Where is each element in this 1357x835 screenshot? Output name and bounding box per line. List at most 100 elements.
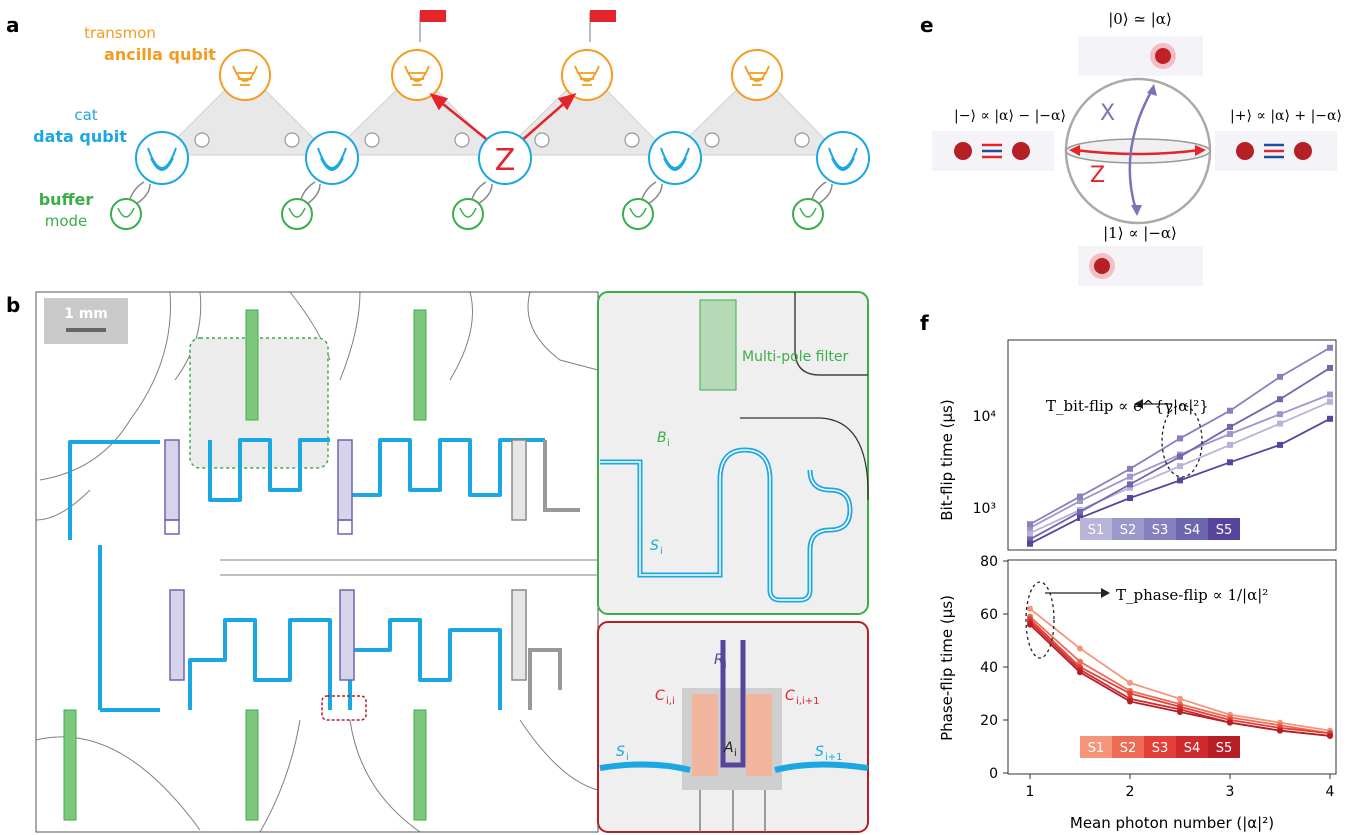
buffer-mode-icon [792,198,824,230]
data-point [1077,645,1083,652]
data-point [1127,473,1133,480]
data-point [1027,605,1033,612]
coupler-cross-icon [794,132,810,148]
buffer-well-icon [799,207,817,218]
bitflip-plot-frame [1007,339,1337,551]
storage-right-subscript: i+1 [825,752,843,763]
coupler-cross-icon [364,132,380,148]
scale-bar-box [44,298,128,344]
ancilla-qubit-icon [731,49,783,101]
cat-well-icon [317,147,347,171]
arrow-head-icon [1101,588,1110,598]
buffer-symbol: B [657,430,667,446]
coupler-cross-icon [534,132,550,148]
filter-region-highlight [189,337,329,469]
data-point [1227,431,1233,438]
coupler-cross-icon [194,132,210,148]
phaseflip-ytick: 20 [980,713,998,729]
data-point [1327,398,1333,405]
series-line-S2 [1029,615,1331,735]
readout-pad [337,519,353,535]
wigner-halo [1150,43,1176,69]
data-point [1277,396,1283,403]
cat-qubit-icon [478,131,532,185]
coupler-cross-icon [704,132,720,148]
readout-pad [164,519,180,535]
data-point [1227,441,1233,448]
data-point [1077,514,1083,521]
ancilla-qubit-label: ancilla qubit [104,45,216,64]
cat-qubit-icon [648,131,702,185]
panel-label-e: e [920,13,934,37]
arrow-head-icon [429,92,449,111]
storage-left-subscript: i [626,752,629,763]
data-qubit-label: data qubit [33,127,127,146]
multipole-filter-icon [245,309,259,421]
data-point [1127,679,1133,686]
coupler-cross-icon [624,132,640,148]
ancilla-transmon-inactive [511,439,527,521]
data-point [1327,364,1333,371]
readout-line [720,640,746,768]
transmon-well-icon [404,65,430,86]
panel-b-chip-layout: 1 mm [35,291,599,833]
data-point [1227,459,1233,466]
data-point [1077,669,1083,676]
storage-symbol: S [650,538,659,554]
bitflip-chart: Bit-flip time (µs) 10⁴ 10³ T_bit-flip ∝ … [938,339,1337,551]
z-arrow [519,99,569,143]
buffer-coupling-arrow [129,181,151,205]
wigner-blob [1294,142,1312,160]
data-point [1077,498,1083,505]
bias-lines [699,790,766,832]
phaseflip-ytick: 0 [989,766,998,782]
cat-well-icon [828,147,858,171]
panel-a-chain-diagram: transmon ancilla qubit cat data qubit bu… [33,10,870,230]
storage-resonator-center [600,449,851,601]
panel-label-b: b [6,293,20,317]
panel-f-charts: Bit-flip time (µs) 10⁴ 10³ T_bit-flip ∝ … [938,339,1337,832]
data-point [1277,373,1283,380]
scale-bar-label: 1 mm [64,306,108,322]
series-line-S5 [1029,623,1331,737]
data-point [1227,719,1233,726]
arrow-head-icon [1147,84,1157,96]
cat-qubit-icon [135,131,189,185]
x-axis-label: X [1100,101,1115,126]
data-point [1127,698,1133,705]
storage-resonator [348,618,502,710]
legend-label: S1 [1088,523,1105,538]
buffer-coupling-arrow [471,181,493,205]
phaseflip-ytick: 40 [980,660,998,676]
buffer-mode-icon [452,198,484,230]
data-point [1227,423,1233,430]
legend-swatch [1208,736,1240,758]
phaseflip-ytick: 80 [980,554,998,570]
data-point [1327,415,1333,422]
legend-swatch [1144,736,1176,758]
trend-ellipse [1025,581,1055,659]
buffer-well-icon [117,207,135,218]
arrow-head-icon [1134,399,1143,409]
z-arrow [437,99,491,143]
multipole-filter-icon [63,709,77,821]
data-point [1177,435,1183,442]
data-point [1027,536,1033,543]
data-point [1027,540,1033,547]
state-zero-label: |0⟩ ≃ |α⟩ [1108,10,1172,28]
legend-swatch [1112,518,1144,540]
routing-line [259,719,301,833]
xtick-label: 2 [1126,784,1135,800]
storage-resonator [68,438,330,540]
storage-resonator [100,618,332,712]
panel-label-f: f [920,311,929,335]
multipole-filter-icon [699,299,737,391]
x-axis-label: Mean photon number (|α|²) [1070,814,1274,832]
legend-swatch [1208,518,1240,540]
filter-label: Multi-pole filter [742,349,848,365]
storage-lines [599,761,869,773]
data-point [1177,463,1183,470]
state-one-label: |1⟩ ∝ |−α⟩ [1103,224,1177,242]
data-point [1177,477,1183,484]
routing-line [174,291,202,381]
